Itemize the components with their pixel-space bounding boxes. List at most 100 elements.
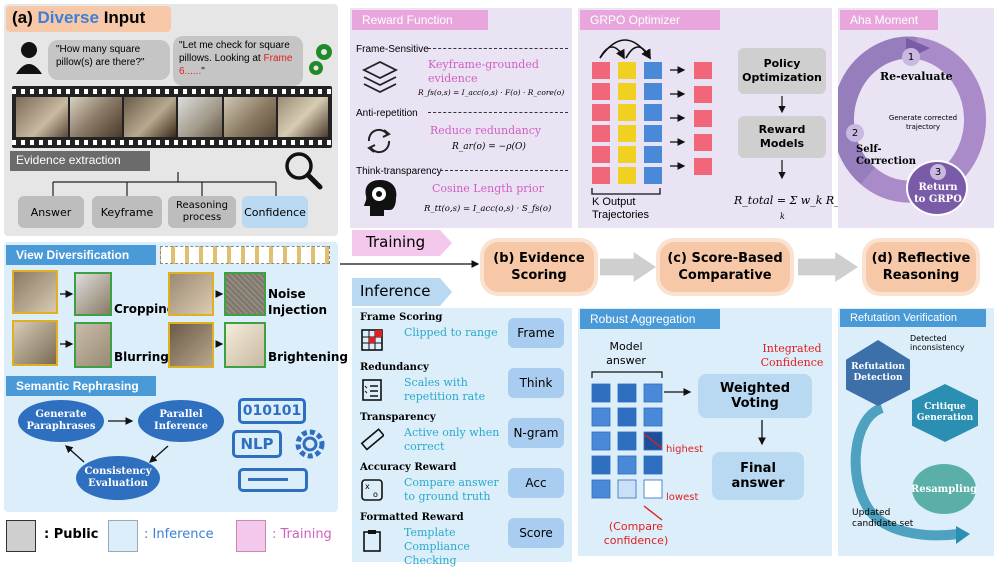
trajectory-cell xyxy=(644,104,662,121)
confidence-slash xyxy=(643,433,663,449)
nlp-gear-icon xyxy=(290,424,330,464)
integrated-label: Integrated Confidence xyxy=(760,342,824,369)
answer-cell xyxy=(617,479,637,499)
aha-num-2: 2 xyxy=(846,124,864,142)
trajectory-cell xyxy=(618,125,636,142)
trajectory-cell xyxy=(592,62,610,79)
gray-arrow-1 xyxy=(600,252,656,282)
trajectory-cell xyxy=(644,146,662,163)
refute-title: Refutation Verification xyxy=(840,309,986,327)
training-tag xyxy=(352,230,452,256)
aha-reevaluate: Re-evaluate xyxy=(880,70,953,83)
divider-3 xyxy=(440,170,568,171)
ellipse-parallel: Parallel Inference xyxy=(138,400,224,442)
ellipse-generate: Generate Paraphrases xyxy=(18,400,104,442)
gears-icon xyxy=(306,40,336,80)
trajectory-cell xyxy=(618,167,636,184)
title-input: Input xyxy=(103,8,146,27)
view-img-crop xyxy=(74,272,112,316)
answer-bubble-text: "Let me check for square pillows. Lookin… xyxy=(179,40,290,64)
label-noise: Noise Injection xyxy=(268,287,328,317)
kg-formula: R_fs(o,s) = I_acc(o,s) · F(o) · R_core(o… xyxy=(418,88,565,97)
checklist-icon xyxy=(360,378,384,402)
view-img-bright xyxy=(224,322,266,368)
scoring-desc: Scales with repetition rate xyxy=(404,376,486,403)
stage-b: (b) Evidence Scoring xyxy=(484,242,594,292)
nlp-graphic: 010101 NLP xyxy=(232,396,336,504)
detected-label: Detected inconsistency xyxy=(910,334,965,352)
inference-tag xyxy=(352,278,452,306)
r-total-sub: k xyxy=(780,212,785,221)
cl-title: Cosine Length prior xyxy=(432,182,544,195)
scoring-desc: Template Compliance Checking xyxy=(404,526,470,567)
rr-formula: R_ar(o) = −ρ(O) xyxy=(452,142,526,152)
lowest-label: lowest xyxy=(666,492,699,503)
k-output-label: K Output Trajectories xyxy=(592,196,650,221)
stage-c: (c) Score-Based Comparative xyxy=(660,242,790,292)
person-icon xyxy=(14,40,44,76)
answer-cell xyxy=(643,455,663,475)
reward-cell xyxy=(694,158,712,175)
title-prefix: (a) xyxy=(12,8,33,27)
answer-cell xyxy=(591,455,611,475)
question-bubble: "How many square pillow(s) are there?" xyxy=(48,40,170,80)
trajectory-cell xyxy=(644,167,662,184)
refute-curve xyxy=(850,403,970,544)
aha-generate: Generate corrected trajectory xyxy=(888,114,958,131)
brain-head-icon xyxy=(362,178,398,218)
answer-cell xyxy=(643,479,663,499)
scoring-tag: N-gram xyxy=(508,418,564,448)
scoring-head: Accuracy Reward xyxy=(360,462,457,473)
view-img-orig-3 xyxy=(12,320,58,366)
legend-public-label: : Public xyxy=(44,527,99,542)
answer-cell xyxy=(617,431,637,451)
model-answer-label: Model answer xyxy=(606,340,646,367)
diverse-input-title: (a) Diverse Input xyxy=(6,6,171,32)
trajectory-cell xyxy=(618,62,636,79)
legend-training-swatch xyxy=(236,520,266,552)
aha-return: Return to GRPO xyxy=(914,182,962,205)
title-diverse: Diverse xyxy=(37,8,99,27)
small-film-icon xyxy=(160,246,330,264)
policy-box: Policy Optimization xyxy=(738,48,826,94)
answer-cell xyxy=(643,407,663,427)
answer-cell xyxy=(617,455,637,475)
legend-public-swatch xyxy=(6,520,36,552)
trajectory-cell xyxy=(592,125,610,142)
reward-cell xyxy=(694,110,712,127)
anti-label: Anti-repetition xyxy=(356,108,418,119)
scoring-tag: Score xyxy=(508,518,564,548)
cl-formula: R_tt(o,s) = I_acc(o,s) · S_fs(o) xyxy=(424,204,552,214)
legend-training-label: : Training xyxy=(272,527,332,542)
trajectory-cell xyxy=(592,146,610,163)
label-blurring: Blurring xyxy=(114,350,169,364)
trajectory-cell xyxy=(592,104,610,121)
answer-cell xyxy=(617,407,637,427)
semantic-title: Semantic Rephrasing xyxy=(6,376,156,396)
evidence-tree-lines xyxy=(52,172,277,196)
answer-cell xyxy=(643,383,663,403)
think-label: Think-transparency xyxy=(356,166,442,177)
scoring-desc: Active only when correct xyxy=(404,426,500,453)
stage-d: (d) Reflective Reasoning xyxy=(866,242,976,292)
scoring-tag: Think xyxy=(508,368,564,398)
scoring-desc: Compare answer to ground truth xyxy=(404,476,499,503)
resampling: Resampling xyxy=(911,464,977,514)
box-reasoning: Reasoning process xyxy=(168,196,236,228)
answer-cell xyxy=(591,383,611,403)
box-keyframe: Keyframe xyxy=(92,196,162,228)
clipboard-icon xyxy=(360,528,384,552)
r-total-formula: R_total = Σ w_k R_k xyxy=(734,194,847,207)
answer-cell xyxy=(617,383,637,403)
gray-arrow-2 xyxy=(798,252,858,282)
trajectory-cell xyxy=(644,125,662,142)
scoring-desc: Clipped to range xyxy=(404,326,498,339)
aha-self-correction: Self-Correction xyxy=(856,144,916,167)
trajectory-cell xyxy=(618,104,636,121)
ellipse-consistency: Consistency Evaluation xyxy=(76,456,160,500)
ruler-icon xyxy=(360,428,385,452)
